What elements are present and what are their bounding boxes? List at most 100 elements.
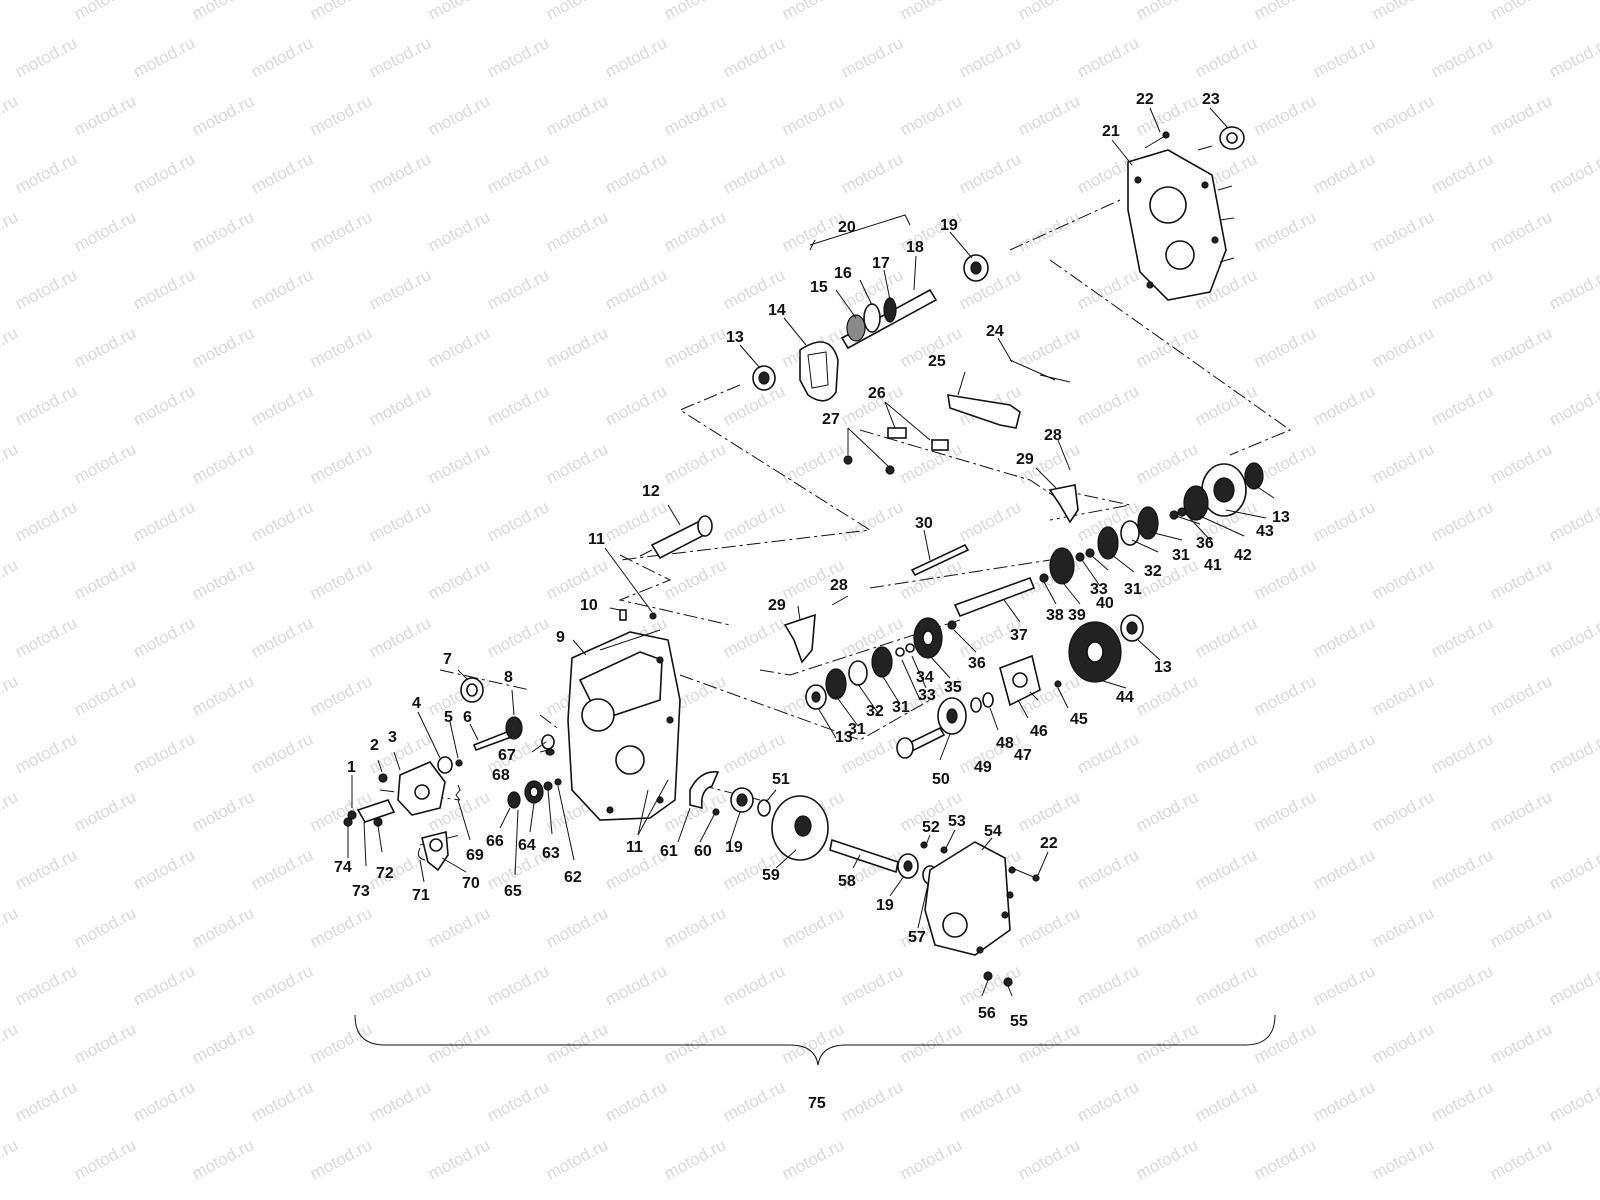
part-label-14: 14 [768, 302, 786, 319]
watermark-text: motod.ru [71, 671, 139, 719]
watermark-text: motod.ru [189, 1019, 257, 1067]
watermark-text: motod.ru [838, 149, 906, 197]
spring-69 [455, 784, 461, 801]
watermark-text: motod.ru [366, 1077, 434, 1125]
seal-23 [1219, 126, 1245, 150]
watermark-text: motod.ru [425, 323, 493, 371]
part-label-62: 62 [564, 869, 582, 886]
rod-30 [910, 543, 970, 577]
side-cover-54 [924, 841, 1016, 956]
watermark-text: motod.ru [71, 323, 139, 371]
main-housing-9 [567, 629, 681, 821]
watermark-text: motod.ru [307, 0, 375, 24]
watermark-text: motod.ru [543, 0, 611, 24]
watermark-text: motod.ru [1015, 903, 1083, 951]
watermark-text: motod.ru [543, 207, 611, 255]
watermark-text: motod.ru [484, 613, 552, 661]
watermark-text: motod.ru [366, 497, 434, 545]
watermark-text: motod.ru [1546, 265, 1600, 313]
watermark-text: motod.ru [248, 613, 316, 661]
watermark-text: motod.ru [720, 497, 788, 545]
part-label-9: 9 [556, 629, 565, 646]
ring-51 [757, 799, 771, 817]
watermark-text: motod.ru [779, 0, 847, 24]
watermark-text: motod.ru [12, 1077, 80, 1125]
assembly-brace [354, 1014, 1276, 1066]
watermark-text: motod.ru [543, 91, 611, 139]
watermark-text: motod.ru [1310, 729, 1378, 777]
watermark-text: motod.ru [602, 33, 670, 81]
watermark-text: motod.ru [1428, 265, 1496, 313]
watermark-text: motod.ru [425, 91, 493, 139]
watermark-text: motod.ru [1310, 613, 1378, 661]
shaft-12 [639, 515, 713, 560]
watermark-text: motod.ru [1133, 1135, 1201, 1183]
watermark-text: motod.ru [248, 149, 316, 197]
shim-61 [689, 771, 720, 810]
watermark-text: motod.ru [1251, 1135, 1319, 1183]
part-label-11b: 11 [626, 839, 643, 856]
watermark-text: motod.ru [543, 555, 611, 603]
watermark-text: motod.ru [779, 439, 847, 487]
watermark-text: motod.ru [543, 1019, 611, 1067]
watermark-text: motod.ru [71, 91, 139, 139]
watermark-text: motod.ru [1310, 149, 1378, 197]
watermark-text: motod.ru [248, 961, 316, 1009]
part-label-6: 6 [463, 709, 472, 726]
watermark-text: motod.ru [1251, 0, 1319, 24]
part-label-19b: 19 [725, 839, 743, 856]
watermark-text: motod.ru [1428, 729, 1496, 777]
watermark-text: motod.ru [1251, 903, 1319, 951]
watermark-text: motod.ru [189, 323, 257, 371]
rear-cover-21 [1127, 145, 1235, 301]
watermark-text: motod.ru [248, 33, 316, 81]
part-label-74: 74 [334, 859, 352, 876]
watermark-text: motod.ru [1251, 671, 1319, 719]
watermark-text: motod.ru [1133, 323, 1201, 371]
watermark-text: motod.ru [130, 149, 198, 197]
watermark-text: motod.ru [0, 0, 21, 24]
watermark-text: motod.ru [425, 555, 493, 603]
part-label-29a: 29 [1016, 451, 1034, 468]
seal-60-19 [712, 787, 754, 816]
watermark-text: motod.ru [1369, 207, 1437, 255]
watermark-text: motod.ru [130, 961, 198, 1009]
watermark-text: motod.ru [425, 207, 493, 255]
watermark-text: motod.ru [130, 381, 198, 429]
part-label-21: 21 [1102, 123, 1120, 140]
watermark-text: motod.ru [1015, 1135, 1083, 1183]
bearing-13-top [752, 365, 776, 391]
part-label-68: 68 [492, 767, 510, 784]
pins-52-53 [920, 841, 948, 854]
watermark-text: motod.ru [248, 1077, 316, 1125]
watermark-text: motod.ru [307, 903, 375, 951]
part-label-28b: 28 [830, 577, 848, 594]
watermark-text: motod.ru [897, 0, 965, 24]
part-label-64: 64 [518, 837, 536, 854]
watermark-text: motod.ru [1369, 1135, 1437, 1183]
watermark-text: motod.ru [1369, 439, 1437, 487]
watermark-text: motod.ru [1310, 845, 1378, 893]
watermark-text: motod.ru [1310, 265, 1378, 313]
watermark-text: motod.ru [189, 0, 257, 24]
watermark-text: motod.ru [248, 265, 316, 313]
part-label-26: 26 [868, 385, 886, 402]
watermark-text: motod.ru [189, 555, 257, 603]
watermark-text: motod.ru [307, 1019, 375, 1067]
bolt-22-top [1144, 131, 1170, 149]
part-label-49: 49 [974, 759, 992, 776]
watermark-text: motod.ru [189, 1135, 257, 1183]
watermark-text: motod.ru [779, 1019, 847, 1067]
watermark-text: motod.ru [661, 439, 729, 487]
part-label-17: 17 [872, 255, 890, 272]
watermark-text: motod.ru [12, 33, 80, 81]
fork-29-upper [1048, 484, 1079, 524]
watermark-text: motod.ru [189, 439, 257, 487]
part-label-48: 48 [996, 735, 1014, 752]
part-label-5: 5 [444, 709, 453, 726]
watermark-text: motod.ru [661, 1019, 729, 1067]
part-label-39: 39 [1068, 607, 1086, 624]
part-label-18: 18 [906, 239, 924, 256]
watermark-text: motod.ru [484, 497, 552, 545]
